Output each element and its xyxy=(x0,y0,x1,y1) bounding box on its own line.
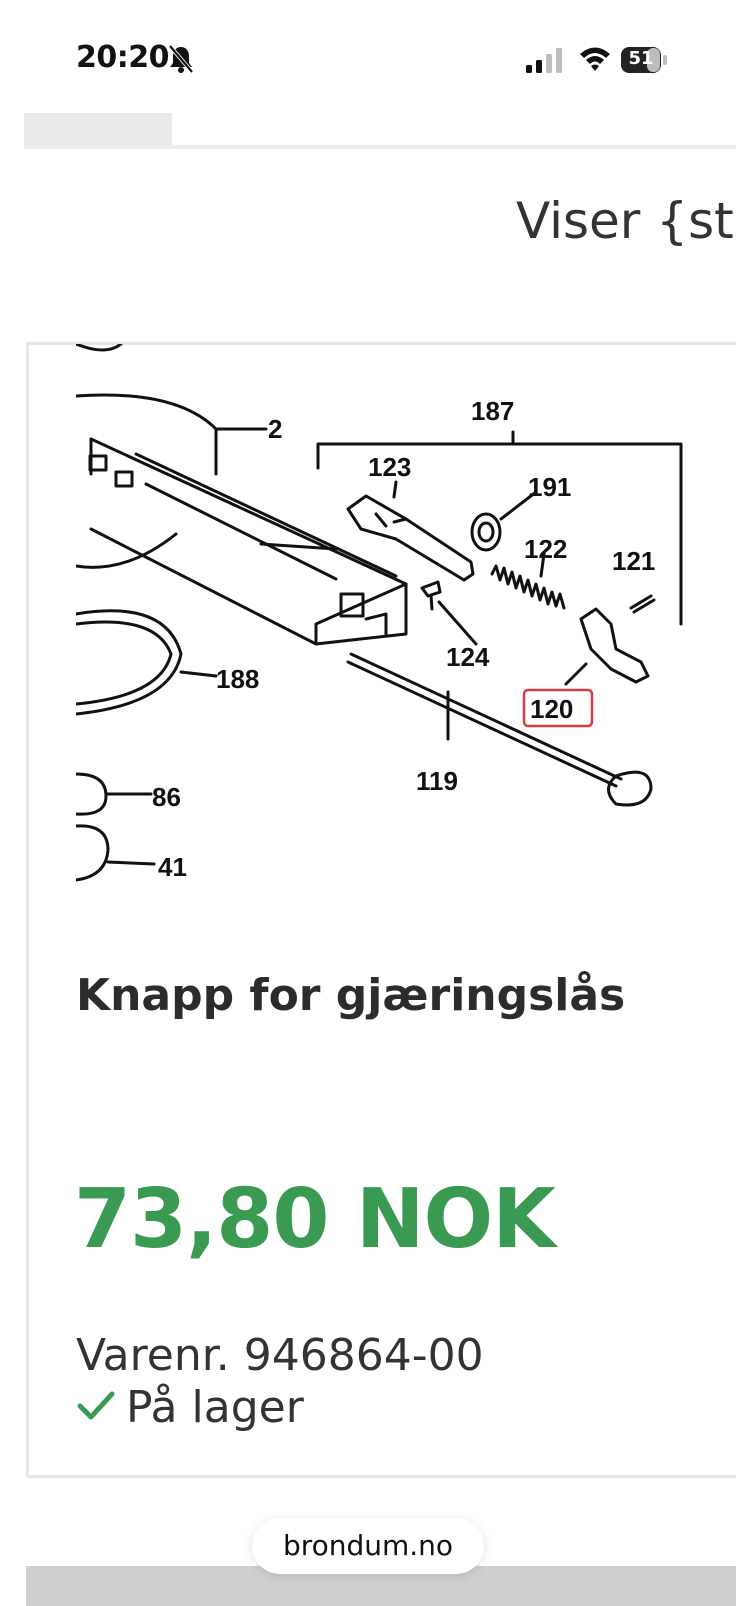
diagram-label-187: 187 xyxy=(471,396,514,426)
product-sku: Varenr. 946864-00 xyxy=(76,1330,484,1381)
diagram-label-188: 188 xyxy=(216,664,259,694)
diagram-label-119: 119 xyxy=(416,766,458,796)
diagram-label-41: 41 xyxy=(158,852,187,882)
tab-divider xyxy=(24,145,736,149)
diagram-label-124: 124 xyxy=(446,642,490,672)
signal-icon xyxy=(526,48,562,73)
product-title[interactable]: Knapp for gjæringslås xyxy=(76,970,626,1021)
status-time: 20:20 xyxy=(76,40,170,75)
wifi-icon xyxy=(580,47,610,71)
diagram-label-122: 122 xyxy=(524,534,567,564)
result-count: Viser {sta xyxy=(516,192,736,250)
product-diagram[interactable]: 187 2 123 191 122 121 124 188 120 119 86… xyxy=(76,344,706,916)
bell-off-icon xyxy=(168,44,194,74)
stock-status: På lager xyxy=(76,1382,304,1433)
battery-icon xyxy=(621,47,667,73)
url-bar[interactable]: brondum.no xyxy=(252,1518,484,1574)
status-bar: 20:20 51 xyxy=(0,0,736,110)
diagram-label-123: 123 xyxy=(368,452,411,482)
diagram-label-121: 121 xyxy=(612,546,655,576)
product-card[interactable] xyxy=(26,342,736,1478)
stock-label: På lager xyxy=(126,1382,304,1433)
tab-placeholder[interactable] xyxy=(24,113,172,147)
diagram-label-120: 120 xyxy=(530,694,573,724)
diagram-label-2: 2 xyxy=(268,414,282,444)
product-price: 73,80 NOK xyxy=(74,1172,556,1267)
battery-level: 51 xyxy=(628,48,654,69)
diagram-label-86: 86 xyxy=(152,782,181,812)
diagram-label-191: 191 xyxy=(528,472,571,502)
check-icon xyxy=(77,1391,115,1420)
